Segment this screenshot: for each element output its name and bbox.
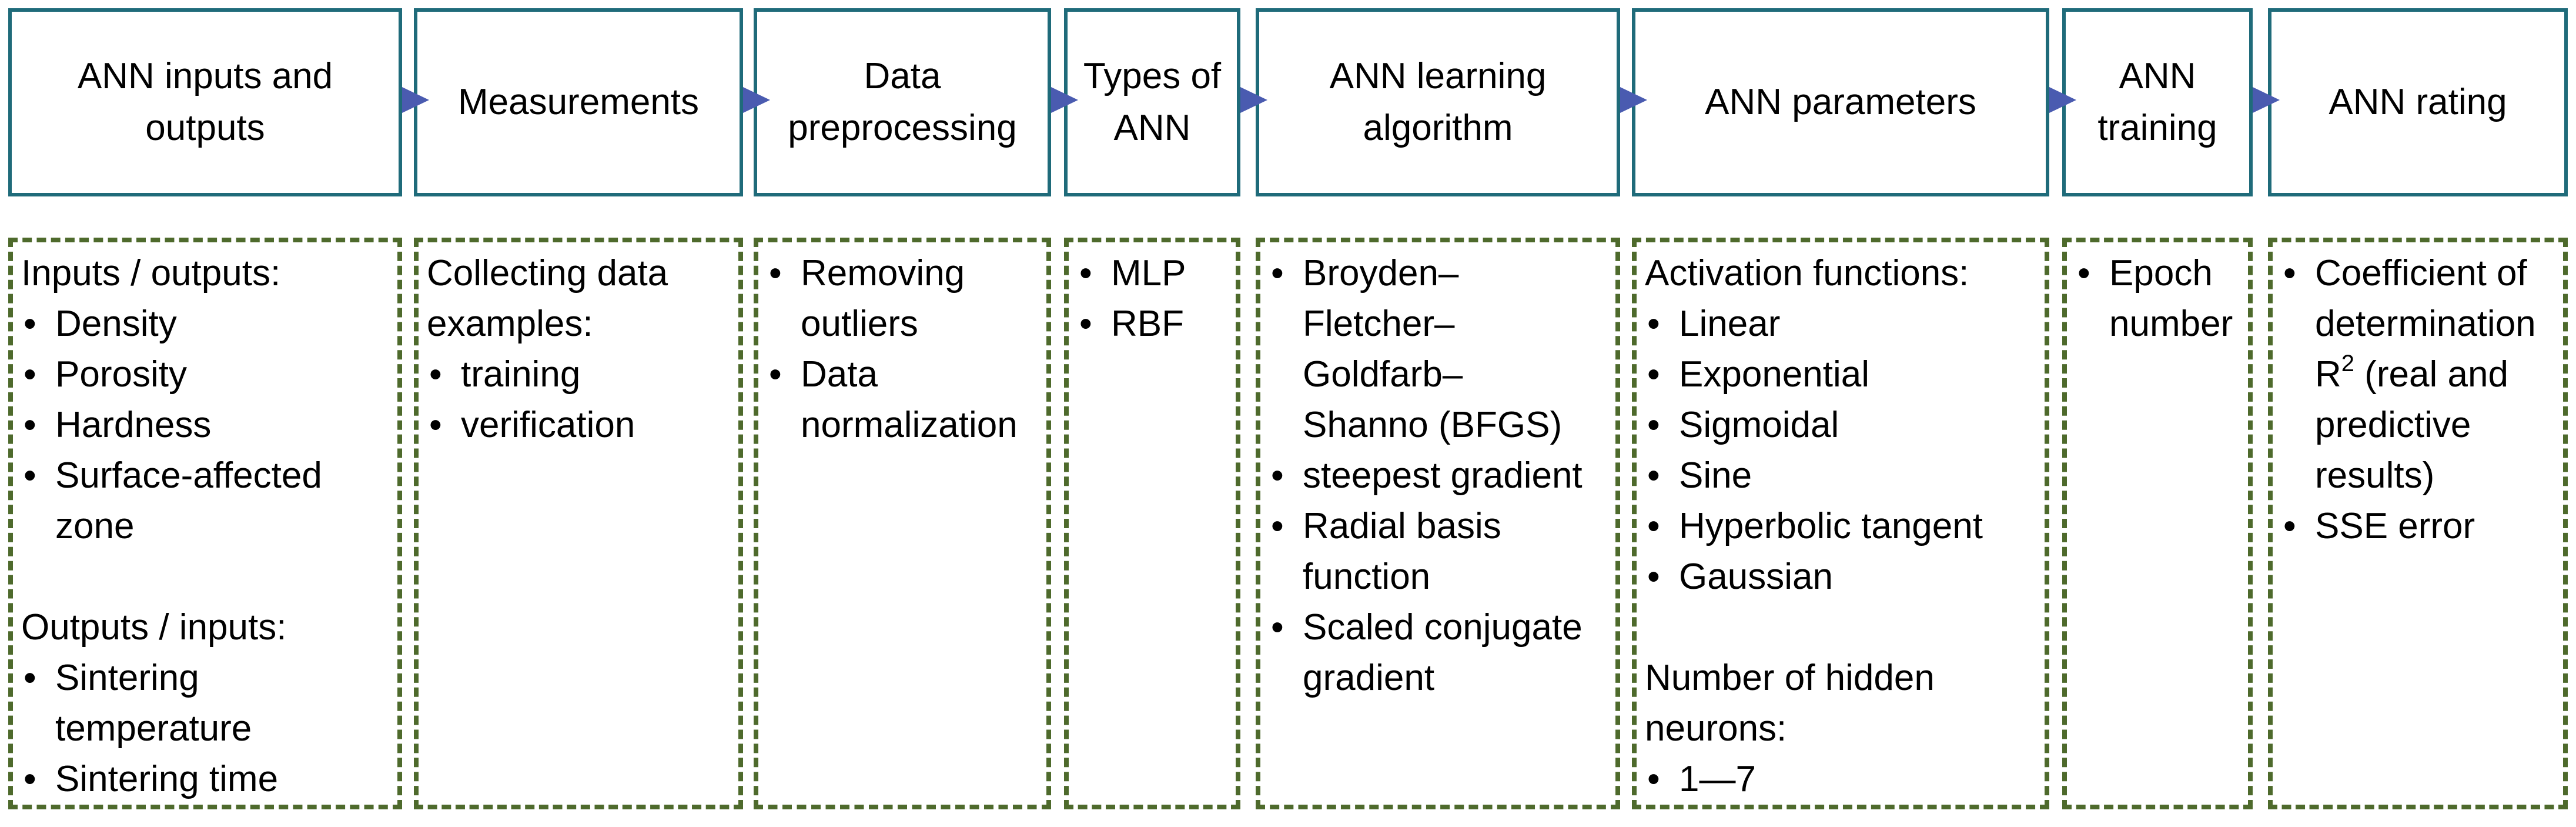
list-item: Exponential <box>1645 349 2045 400</box>
bullet-list: Coefficient of determination R2 (real an… <box>2281 248 2563 552</box>
bullet-list: Linear Exponential Sigmoidal Sine Hyperb… <box>1645 299 2045 602</box>
list-item: Data normalization <box>767 349 1046 451</box>
arrow-connector <box>2253 87 2280 113</box>
list-item: Removing outliers <box>767 248 1046 349</box>
list-item: training <box>427 349 738 400</box>
section-heading: Inputs / outputs: <box>21 253 281 294</box>
arrow-connector <box>1051 87 1078 113</box>
bullet-list: 1—7 <box>1645 754 2045 805</box>
bullet-list: Sintering temperature Sintering time <box>21 653 397 805</box>
header-ann-learning-algorithm: ANN learning algorithm <box>1256 8 1620 196</box>
header-data-preprocessing: Data preprocessing <box>754 8 1051 196</box>
list-item: MLP <box>1077 248 1236 299</box>
list-item: Coefficient of determination R2 (real an… <box>2281 248 2563 501</box>
bullet-list: Epoch number <box>2075 248 2248 349</box>
header-label: ANN learning algorithm <box>1329 55 1547 148</box>
bullet-list: Density Porosity Hardness Surface-affect… <box>21 299 397 552</box>
list-item: Sintering time <box>21 754 397 805</box>
list-item: Density <box>21 299 397 349</box>
detail-box-ann-training: Epoch number <box>2062 238 2253 809</box>
list-item: Epoch number <box>2075 248 2248 349</box>
detail-box-measurements: Collecting data examples: training verif… <box>414 238 743 809</box>
list-item: Sigmoidal <box>1645 400 2045 451</box>
header-ann-inputs-outputs: ANN inputs and outputs <box>8 8 402 196</box>
list-item: steepest gradient <box>1269 451 1615 501</box>
detail-box-types-of-ann: MLP RBF <box>1064 238 1240 809</box>
header-label: ANN training <box>2097 55 2217 148</box>
bullet-list: MLP RBF <box>1077 248 1236 349</box>
header-label: ANN inputs and outputs <box>77 55 333 148</box>
superscript: 2 <box>2341 351 2355 376</box>
detail-box-ann-rating: Coefficient of determination R2 (real an… <box>2268 238 2568 809</box>
bullet-list: Removing outliers Data normalization <box>767 248 1046 451</box>
list-item: Hardness <box>21 400 397 451</box>
arrow-connector <box>743 87 770 113</box>
bullet-list: Broyden– Fletcher– Goldfarb– Shanno (BFG… <box>1269 248 1615 703</box>
section-heading: Outputs / inputs: <box>21 607 287 648</box>
list-item: Linear <box>1645 299 2045 349</box>
list-item: RBF <box>1077 299 1236 349</box>
list-item: Gaussian <box>1645 552 2045 602</box>
header-measurements: Measurements <box>414 8 743 196</box>
header-label: Data preprocessing <box>788 55 1017 148</box>
section-heading: Activation functions: <box>1645 253 1969 294</box>
list-item: 1—7 <box>1645 754 2045 805</box>
section-heading: Collecting data examples: <box>427 253 668 344</box>
list-item: Surface-affected zone <box>21 451 397 552</box>
arrow-connector <box>1620 87 1647 113</box>
arrow-connector <box>402 87 429 113</box>
section-heading: Number of hidden neurons: <box>1645 658 1935 749</box>
list-item: Hyperbolic tangent <box>1645 501 2045 552</box>
list-item: Sine <box>1645 451 2045 501</box>
list-item: Radial basis function <box>1269 501 1615 602</box>
list-item: verification <box>427 400 738 451</box>
header-label: Types of ANN <box>1083 55 1222 148</box>
header-label: ANN parameters <box>1705 81 1976 122</box>
list-item: SSE error <box>2281 501 2563 552</box>
detail-box-ann-parameters: Activation functions: Linear Exponential… <box>1632 238 2049 809</box>
arrow-connector <box>1240 87 1267 113</box>
arrow-connector <box>2049 87 2076 113</box>
header-label: Measurements <box>457 81 700 122</box>
list-item: Scaled conjugate gradient <box>1269 602 1615 703</box>
list-item: Sintering temperature <box>21 653 397 754</box>
list-item-text: Coefficient of determination R <box>2315 253 2536 395</box>
list-item: Broyden– Fletcher– Goldfarb– Shanno (BFG… <box>1269 248 1615 451</box>
header-ann-parameters: ANN parameters <box>1632 8 2049 196</box>
header-types-of-ann: Types of ANN <box>1064 8 1240 196</box>
detail-box-ann-learning-algorithm: Broyden– Fletcher– Goldfarb– Shanno (BFG… <box>1256 238 1620 809</box>
list-item-text: (real and predictive results) <box>2315 354 2508 496</box>
header-ann-rating: ANN rating <box>2268 8 2568 196</box>
bullet-list: training verification <box>427 349 738 451</box>
list-item: Porosity <box>21 349 397 400</box>
detail-box-data-preprocessing: Removing outliers Data normalization <box>754 238 1051 809</box>
header-ann-training: ANN training <box>2062 8 2253 196</box>
header-label: ANN rating <box>2329 81 2507 122</box>
detail-box-ann-inputs-outputs: Inputs / outputs: Density Porosity Hardn… <box>8 238 402 809</box>
